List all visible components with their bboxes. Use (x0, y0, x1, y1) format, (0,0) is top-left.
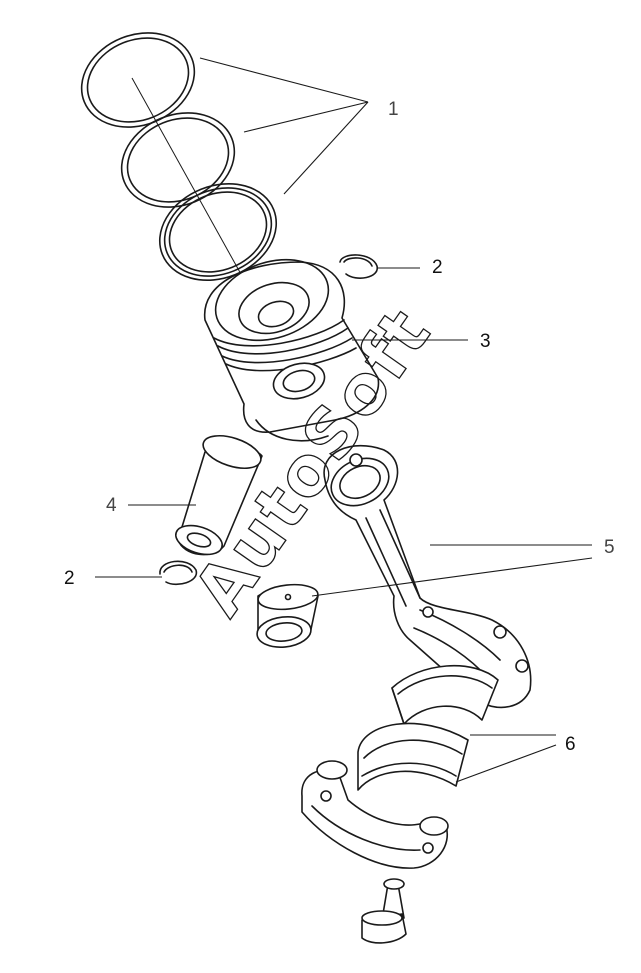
callout-1: 1 (388, 99, 399, 120)
callout-2-upper: 2 (432, 257, 443, 278)
piston-pin (175, 434, 263, 556)
piston (204, 258, 380, 442)
connecting-rod-bolt (361, 878, 407, 944)
big-end-bearing-shells (357, 664, 499, 791)
piston-ring-top (80, 32, 196, 128)
piston-pin-circlip-upper (339, 254, 378, 279)
callout-5: 5 (604, 537, 615, 558)
callout-3: 3 (480, 331, 491, 352)
connecting-rod-cap (301, 760, 449, 869)
callout-2-lower: 2 (64, 568, 75, 589)
small-end-bushing (256, 583, 319, 648)
callout-4: 4 (106, 495, 117, 516)
callout-6: 6 (565, 734, 576, 755)
piston-pin-circlip-lower (159, 560, 198, 586)
leader-lines (95, 57, 593, 783)
connecting-rod (323, 445, 532, 709)
